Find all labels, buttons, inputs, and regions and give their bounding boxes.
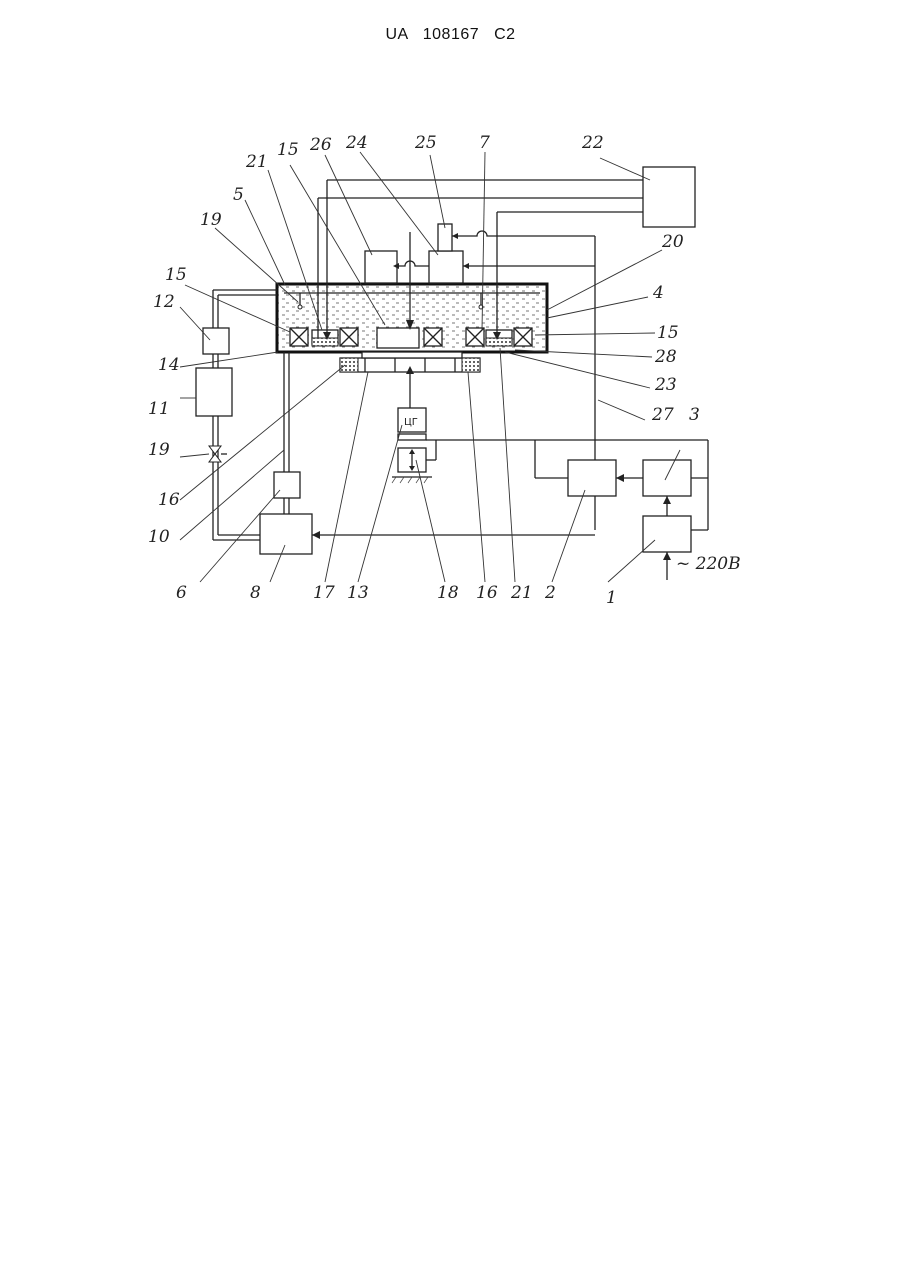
label-16-left: 16 [158, 490, 180, 510]
label-17: 17 [313, 583, 335, 603]
label-11: 11 [148, 399, 170, 419]
label-28: 28 [654, 347, 677, 367]
label-20: 20 [661, 232, 684, 252]
label-15-right: 15 [657, 323, 679, 343]
label-4: 4 [652, 283, 664, 303]
label-2: 2 [544, 583, 556, 603]
label-21: 21 [245, 152, 268, 172]
label-12: 12 [153, 292, 175, 312]
label-supply: ~ 220В [676, 554, 741, 574]
label-25: 25 [414, 133, 437, 153]
label-19-valve: 19 [148, 440, 170, 460]
label-8: 8 [250, 583, 261, 603]
label-7: 7 [479, 133, 490, 153]
label-15-left: 15 [165, 265, 187, 285]
label-14: 14 [158, 355, 180, 375]
label-5: 5 [233, 185, 244, 205]
label-15: 15 [277, 140, 299, 160]
label-19: 19 [200, 210, 222, 230]
label-1: 1 [606, 588, 617, 608]
label-23: 23 [654, 375, 677, 395]
label-26: 26 [309, 135, 332, 155]
label-27: 27 [651, 405, 674, 425]
label-3: 3 [689, 405, 700, 425]
label-18: 18 [437, 583, 459, 603]
label-24: 24 [345, 133, 368, 153]
svg-text:ЦГ: ЦГ [404, 417, 418, 428]
label-13: 13 [347, 583, 369, 603]
label-22: 22 [581, 133, 604, 153]
label-21-right: 21 [510, 583, 533, 603]
label-6: 6 [176, 583, 187, 603]
label-10: 10 [148, 527, 170, 547]
label-16-right: 16 [476, 583, 498, 603]
